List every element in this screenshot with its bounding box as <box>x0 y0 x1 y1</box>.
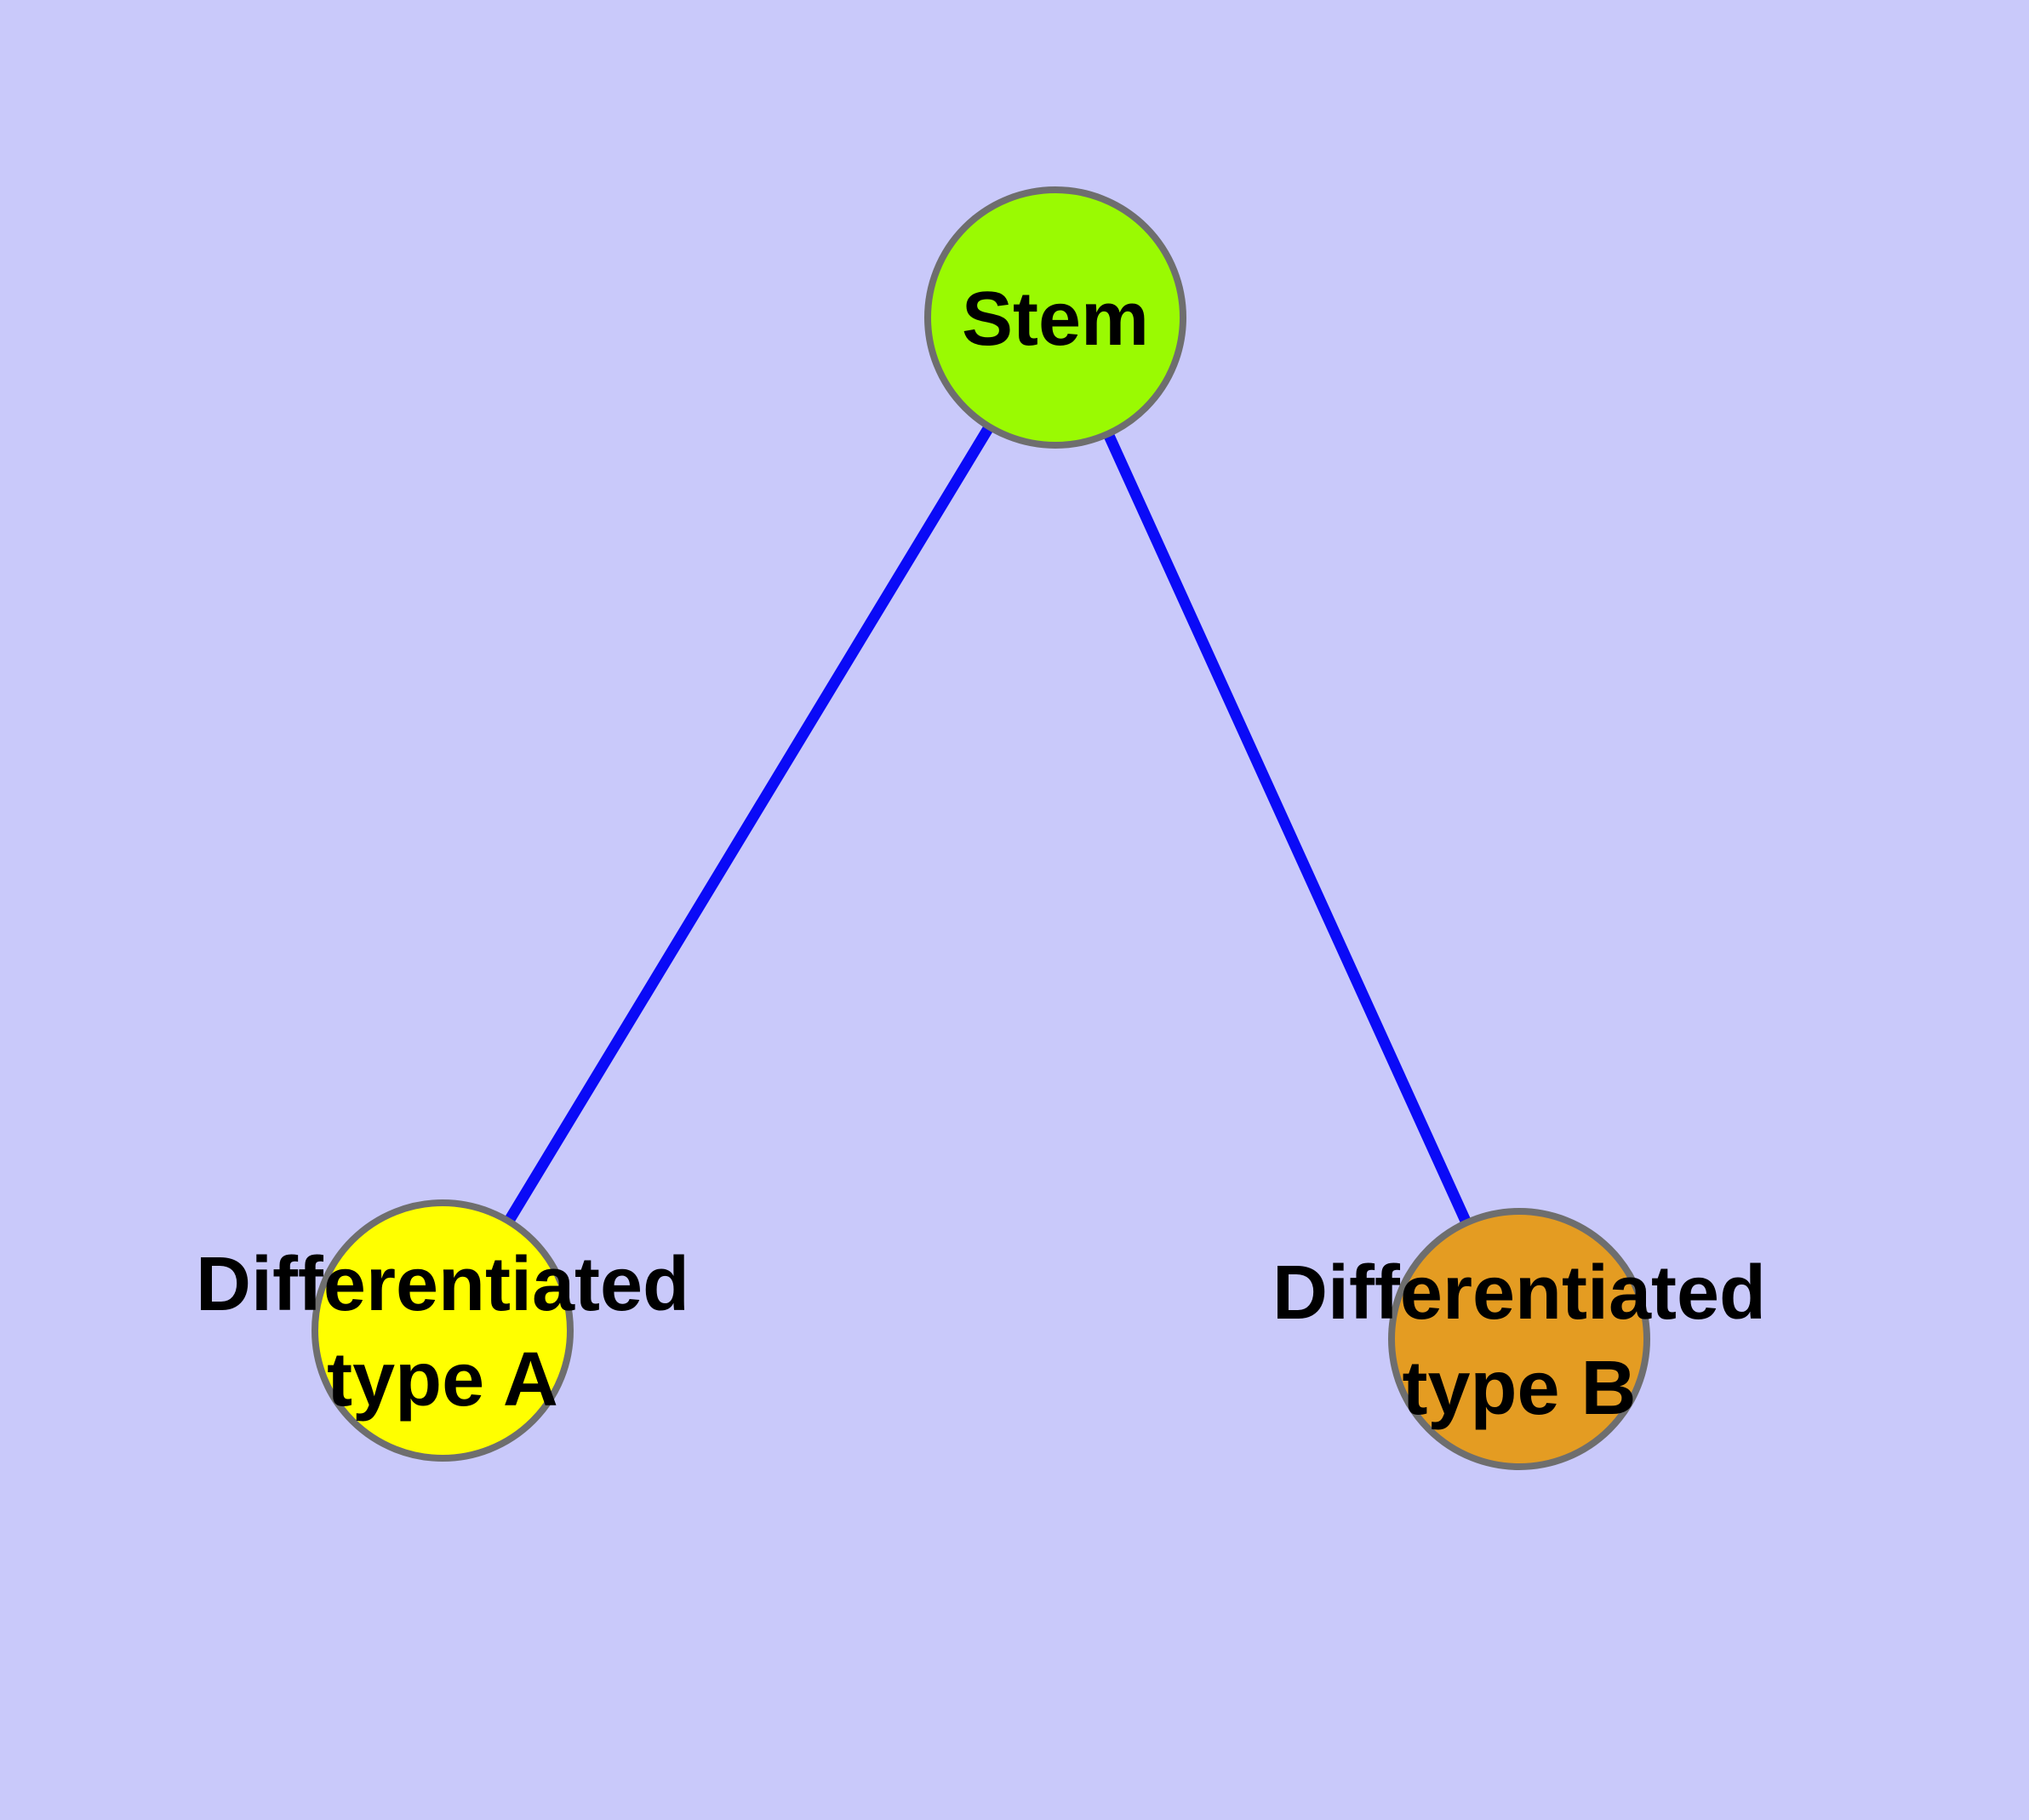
edge-stem-type-a <box>437 314 1060 1334</box>
node-type-b <box>1388 1208 1650 1470</box>
edge-stem-type-b <box>1050 315 1524 1342</box>
node-type-b-label-line-2: type B <box>1402 1346 1636 1431</box>
nodes-layer <box>311 186 1650 1470</box>
node-type-a-label-line-2: type A <box>327 1337 558 1422</box>
node-type-a-label-line-1: Differentiated <box>196 1242 689 1327</box>
node-type-a <box>311 1199 574 1462</box>
node-stem <box>924 186 1186 449</box>
edges-layer <box>437 314 1524 1342</box>
node-stem-label-line-1: Stem <box>962 277 1149 362</box>
node-type-b-label-line-1: Differentiated <box>1272 1251 1766 1336</box>
